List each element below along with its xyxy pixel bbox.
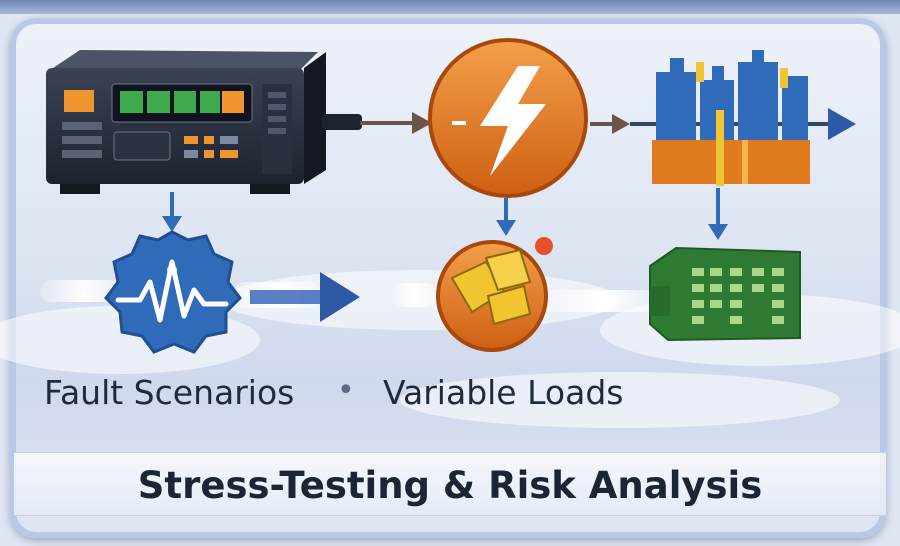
hardware-test-rig-icon bbox=[46, 50, 326, 194]
down-arrows bbox=[162, 188, 728, 240]
fault-waveform-gear-icon bbox=[104, 230, 242, 354]
variable-loads-label: Variable Loads bbox=[383, 373, 624, 412]
top-frame-band bbox=[0, 0, 900, 14]
lightning-bolt-icon bbox=[428, 38, 588, 198]
fault-scenarios-label: Fault Scenarios bbox=[44, 373, 295, 412]
page-title: Stress-Testing & Risk Analysis bbox=[137, 464, 763, 507]
load-blocks-icon bbox=[436, 237, 553, 352]
arrow-fault-to-loads bbox=[250, 272, 360, 322]
title-banner bbox=[14, 452, 886, 516]
arrow-rig-to-bolt bbox=[322, 112, 432, 134]
circuit-board-icon bbox=[649, 246, 801, 342]
label-separator: • bbox=[337, 373, 355, 408]
city-grid-icon bbox=[652, 50, 810, 186]
